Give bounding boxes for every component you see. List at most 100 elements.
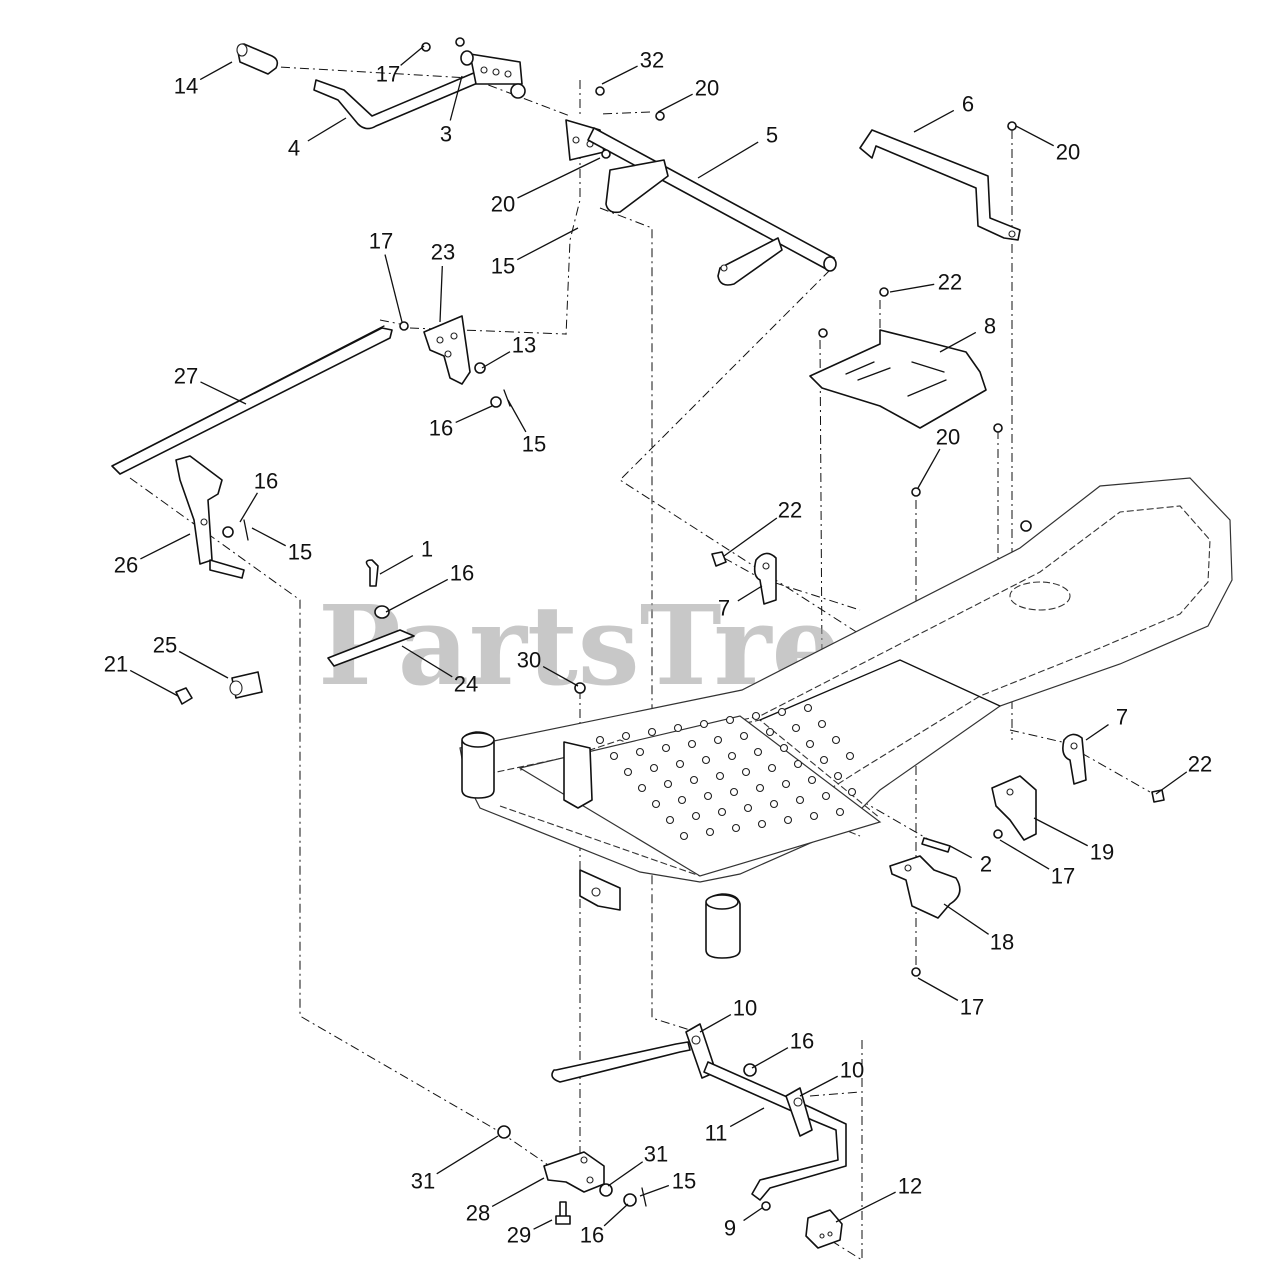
callout-leader-c17d	[917, 977, 959, 1001]
callout-c12: 12	[898, 1174, 922, 1199]
callout-c26: 26	[114, 553, 138, 578]
callout-leader-c11	[729, 1107, 765, 1128]
floor-hole	[701, 755, 711, 765]
floor-hole	[717, 807, 727, 817]
floor-hole	[831, 735, 841, 745]
part-bracket-28	[497, 1125, 647, 1225]
floor-hole	[665, 815, 675, 825]
callout-c10a: 10	[733, 996, 757, 1021]
callout-c18: 18	[990, 930, 1014, 955]
callout-leader-c22a	[889, 283, 935, 293]
floor-hole	[847, 787, 857, 797]
floor-hole	[675, 759, 685, 769]
floor-hole	[649, 763, 659, 773]
floor-hole	[809, 811, 819, 821]
callout-leader-c9	[743, 1207, 763, 1222]
callout-leader-c7a	[737, 585, 763, 602]
callout-c27: 27	[174, 364, 198, 389]
part-cross-shaft	[565, 86, 837, 286]
floor-hole	[689, 775, 699, 785]
callout-leader-c29	[533, 1219, 553, 1230]
callout-c17d: 17	[960, 995, 984, 1020]
callout-leader-c3	[449, 75, 463, 121]
callout-c32: 32	[640, 48, 664, 73]
callout-c16b: 16	[254, 469, 278, 494]
callout-leader-c20d	[917, 448, 941, 489]
callout-c16a: 16	[429, 416, 453, 441]
callout-c15a: 15	[491, 254, 515, 279]
floor-hole	[821, 791, 831, 801]
part-pivot-bracket-7b	[1062, 733, 1165, 803]
floor-hole	[621, 731, 631, 741]
part-pedal-bracket-23	[399, 315, 511, 408]
floor-hole	[791, 723, 801, 733]
callout-c20d: 20	[936, 425, 960, 450]
floor-hole	[833, 771, 843, 781]
floor-hole	[727, 751, 737, 761]
part-brake-rod-11	[551, 1023, 847, 1249]
floor-hole	[757, 819, 767, 829]
callout-c19: 19	[1090, 840, 1114, 865]
callout-c20a: 20	[695, 76, 719, 101]
part-hand-grip	[236, 43, 279, 75]
callout-leader-c7b	[1085, 724, 1109, 741]
floor-hole	[835, 807, 845, 817]
part-plate-8	[809, 287, 987, 429]
floor-plate-holes	[595, 703, 857, 841]
callout-leader-c24	[401, 645, 453, 678]
callout-c15d: 15	[672, 1169, 696, 1194]
floor-hole	[743, 803, 753, 813]
part-pivot-bracket-7a	[711, 551, 777, 605]
callout-leader-c2	[949, 845, 972, 859]
callout-c10b: 10	[840, 1058, 864, 1083]
callout-c17a: 17	[376, 62, 400, 87]
callout-leader-c12	[835, 1191, 896, 1223]
callout-c15c: 15	[288, 540, 312, 565]
floor-hole	[741, 767, 751, 777]
callout-c29: 29	[507, 1223, 531, 1248]
floor-hole	[751, 711, 761, 721]
callout-c7b: 7	[1116, 705, 1128, 730]
floor-hole	[705, 827, 715, 837]
part-bolts	[574, 423, 1003, 977]
callout-leader-c15a	[516, 227, 579, 261]
floor-hole	[795, 795, 805, 805]
callout-leader-c21	[129, 669, 179, 697]
callout-leader-c31b	[607, 1161, 644, 1187]
callout-c6: 6	[962, 92, 974, 117]
floor-hole	[845, 751, 855, 761]
floor-hole	[651, 799, 661, 809]
part-rod-27	[111, 325, 393, 475]
callout-c1: 1	[421, 537, 433, 562]
callout-leader-c10b	[799, 1075, 838, 1097]
floor-hole	[783, 815, 793, 825]
callout-c20b: 20	[1056, 140, 1080, 165]
floor-hole	[755, 783, 765, 793]
floor-hole	[767, 763, 777, 773]
callout-c31b: 31	[644, 1142, 668, 1167]
callout-leader-c4	[307, 117, 347, 142]
floor-hole	[781, 779, 791, 789]
part-hand-lever	[313, 37, 526, 130]
callout-c22b: 22	[778, 498, 802, 523]
callout-c4: 4	[288, 136, 300, 161]
callout-leader-c5	[697, 141, 759, 179]
floor-hole	[807, 775, 817, 785]
callout-leader-c31a	[436, 1135, 499, 1175]
callout-c15b: 15	[522, 432, 546, 457]
callout-leader-c8	[939, 331, 977, 353]
callout-leader-c16d	[751, 1047, 789, 1069]
callout-c17b: 17	[369, 229, 393, 254]
callout-c16e: 16	[580, 1223, 604, 1248]
callout-c24: 24	[454, 672, 478, 697]
callout-leader-c25	[178, 650, 229, 679]
callout-c17c: 17	[1051, 864, 1075, 889]
callout-leader-c32	[601, 65, 638, 85]
part-pin-2	[921, 837, 951, 853]
floor-hole	[805, 739, 815, 749]
callout-leader-c15d	[639, 1184, 670, 1197]
part-arm-26	[175, 455, 249, 579]
callout-c25: 25	[153, 633, 177, 658]
floor-hole	[663, 779, 673, 789]
